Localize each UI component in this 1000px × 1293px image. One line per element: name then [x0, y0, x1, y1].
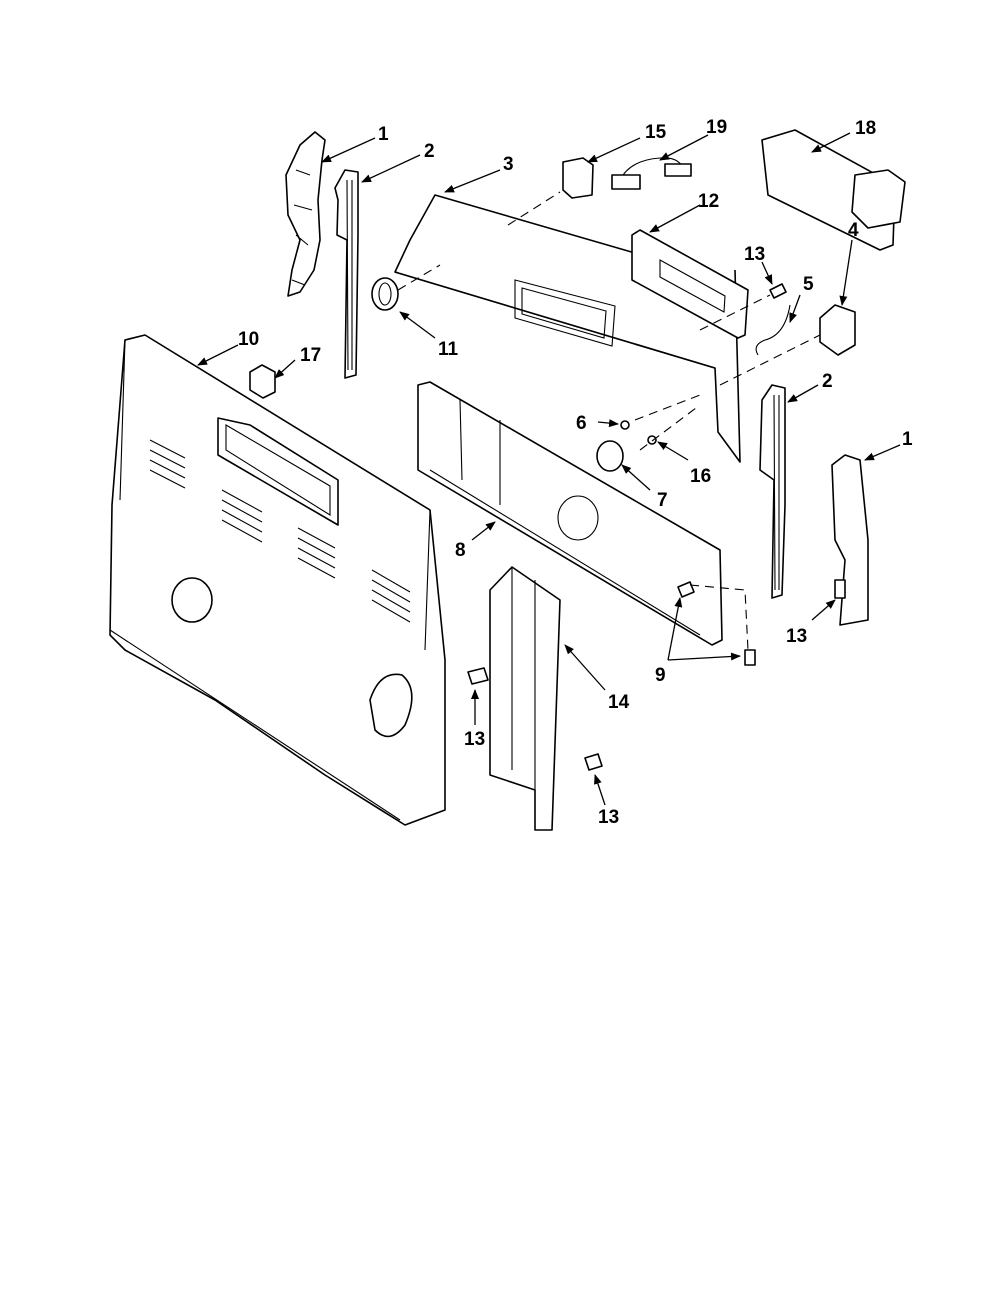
callout-9: 9	[655, 665, 666, 686]
callout-3: 3	[503, 154, 514, 175]
part-15-switch	[562, 157, 594, 199]
callout-1-right: 1	[902, 429, 913, 450]
callout-18: 18	[855, 118, 876, 139]
part-19-wire-harness	[611, 157, 692, 190]
part-14-bracket	[489, 566, 561, 831]
part-8-manifold-panel	[417, 381, 723, 646]
screws	[467, 283, 846, 771]
part-2-right-bracket	[759, 384, 786, 599]
vent-slots	[149, 439, 411, 623]
part-10-rear-panel	[109, 334, 446, 826]
callout-1-top-left: 1	[378, 124, 389, 145]
callout-13-right: 13	[786, 626, 807, 647]
part-17-clip	[249, 364, 276, 399]
callout-11: 11	[438, 339, 459, 360]
callout-labels: 1 2 3 15 19 18 12 13 5 4 10 17 11 2 1 6 …	[238, 117, 913, 828]
callout-2-top-left: 2	[424, 141, 435, 162]
callout-5: 5	[803, 274, 814, 295]
part-5-wire	[755, 304, 791, 356]
callout-10: 10	[238, 329, 259, 350]
part-1-left-end-cap	[285, 131, 326, 297]
callout-13-left: 13	[464, 729, 485, 750]
callout-16: 16	[690, 466, 711, 487]
callout-6: 6	[576, 413, 587, 434]
callout-12: 12	[698, 191, 719, 212]
part-18-control-board	[761, 129, 906, 251]
callout-8: 8	[455, 540, 466, 561]
assembly-lines	[397, 191, 821, 651]
part-2-left-bracket	[334, 169, 359, 379]
callout-19: 19	[706, 117, 727, 138]
part-7-knob	[596, 440, 624, 472]
callout-13-bottom: 13	[598, 807, 619, 828]
part-12-electronic-control	[631, 229, 749, 339]
callout-13-top: 13	[744, 244, 765, 265]
callout-14: 14	[608, 692, 630, 713]
part-3-control-panel	[394, 194, 741, 463]
callout-17: 17	[300, 345, 321, 366]
part-11-knob	[371, 277, 399, 311]
part-4-switch	[819, 304, 856, 356]
callout-15: 15	[645, 122, 667, 143]
callout-4: 4	[848, 220, 859, 241]
callout-2-right: 2	[822, 371, 833, 392]
leader-arrows	[197, 132, 901, 806]
part-1-right-end-cap	[831, 454, 869, 626]
callout-7: 7	[657, 490, 668, 511]
